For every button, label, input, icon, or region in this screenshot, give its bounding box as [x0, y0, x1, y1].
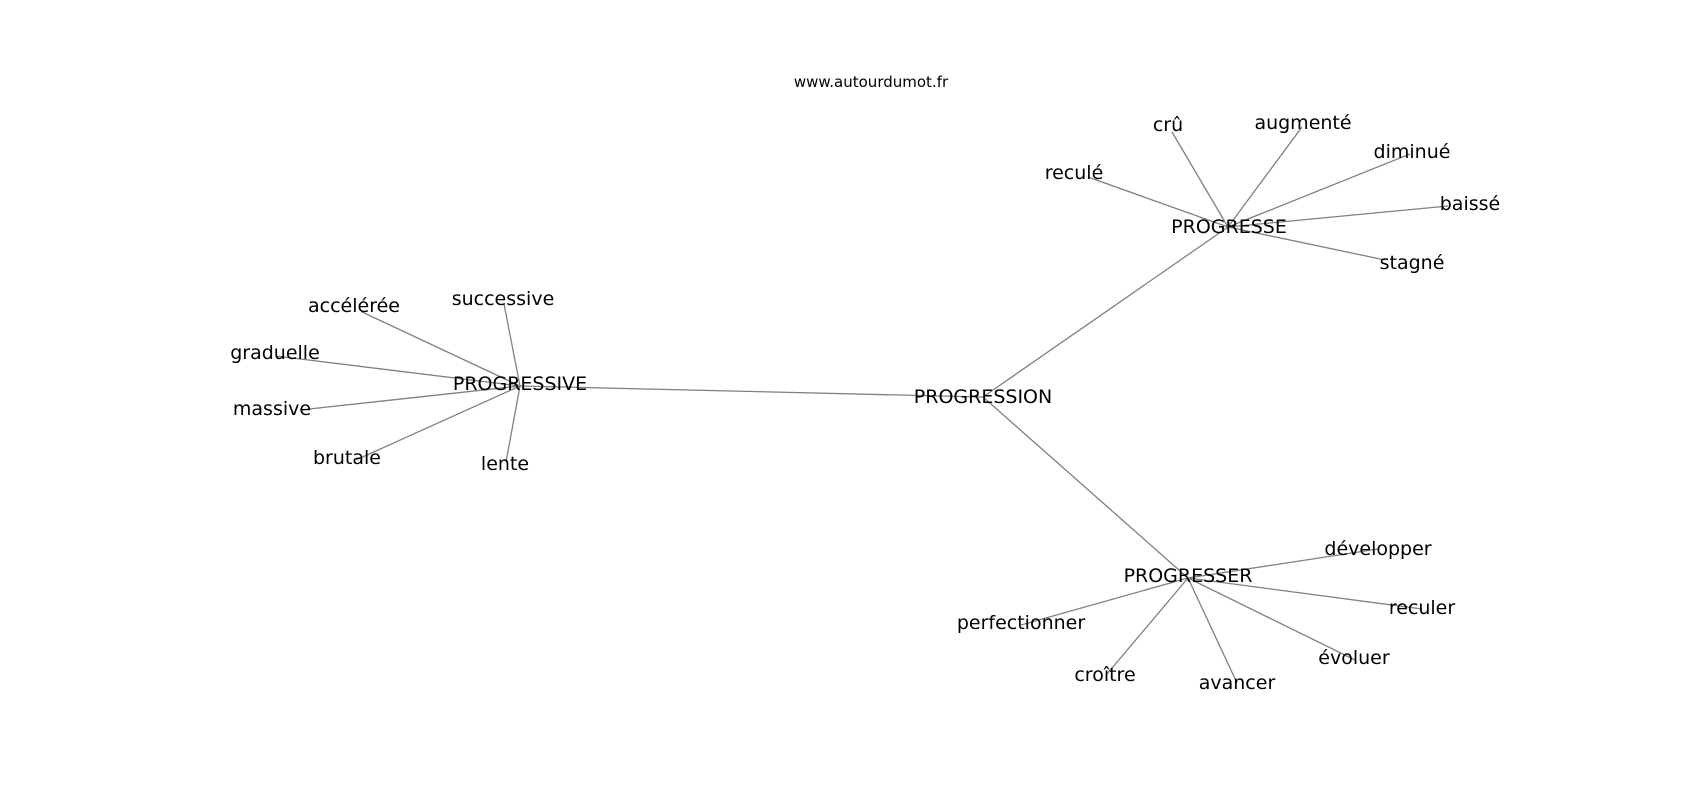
edge-progressive-lente — [505, 385, 521, 463]
edge-progressive-successive — [503, 303, 521, 387]
node-center[interactable]: PROGRESSION — [914, 386, 1052, 408]
edge-center-progresser — [982, 396, 1189, 579]
node-stagne[interactable]: stagné — [1380, 252, 1445, 274]
edge-center-progresse — [982, 226, 1229, 398]
node-hub-progressive[interactable]: PROGRESSIVE — [453, 373, 587, 395]
edge-progresser-developper — [1187, 548, 1379, 579]
node-augmente[interactable]: augmenté — [1254, 112, 1351, 134]
edge-progresser-perfectionner — [1020, 577, 1189, 626]
edge-progresser-evoluer — [1187, 577, 1356, 661]
edges-layer — [275, 126, 1449, 684]
node-evoluer[interactable]: évoluer — [1318, 647, 1390, 669]
edge-progresser-reculer — [1187, 577, 1423, 610]
edge-progressive-acceleree — [361, 311, 521, 387]
edge-progressive-graduelle — [275, 355, 521, 387]
node-brutale[interactable]: brutale — [313, 447, 381, 469]
edge-progresse-augmente — [1227, 126, 1303, 228]
edge-progresse-stagne — [1227, 226, 1386, 261]
node-hub-progresser[interactable]: PROGRESSER — [1124, 565, 1253, 587]
node-hub-progresse[interactable]: PROGRESSE — [1171, 216, 1287, 238]
node-lente[interactable]: lente — [481, 453, 529, 475]
node-avancer[interactable]: avancer — [1199, 672, 1276, 694]
edge-progresse-baisse — [1227, 205, 1449, 228]
edge-progresse-recule — [1087, 176, 1229, 228]
edge-center-progressive — [519, 385, 984, 398]
node-diminue[interactable]: diminué — [1374, 141, 1451, 163]
node-reculer[interactable]: reculer — [1389, 597, 1456, 619]
node-acceleree[interactable]: accélérée — [308, 295, 400, 317]
node-successive[interactable]: successive — [452, 288, 555, 310]
site-watermark: www.autourdumot.fr — [794, 73, 949, 91]
node-cru[interactable]: crû — [1153, 114, 1183, 136]
edge-progressive-brutale — [355, 385, 521, 461]
edge-progresse-cru — [1171, 131, 1229, 228]
edge-progresse-diminue — [1227, 153, 1411, 228]
node-croitre[interactable]: croître — [1074, 664, 1135, 686]
edge-progresser-croitre — [1106, 577, 1189, 675]
labels-layer: www.autourdumot.fr PROGRESSION PROGRESSE… — [230, 73, 1500, 694]
node-massive[interactable]: massive — [233, 398, 311, 420]
node-graduelle[interactable]: graduelle — [230, 342, 320, 364]
node-developper[interactable]: développer — [1324, 538, 1431, 560]
edge-progresser-avancer — [1187, 577, 1238, 684]
node-recule[interactable]: reculé — [1045, 162, 1104, 184]
node-perfectionner[interactable]: perfectionner — [957, 612, 1086, 634]
edge-progressive-massive — [299, 385, 521, 411]
node-baisse[interactable]: baissé — [1440, 193, 1500, 215]
